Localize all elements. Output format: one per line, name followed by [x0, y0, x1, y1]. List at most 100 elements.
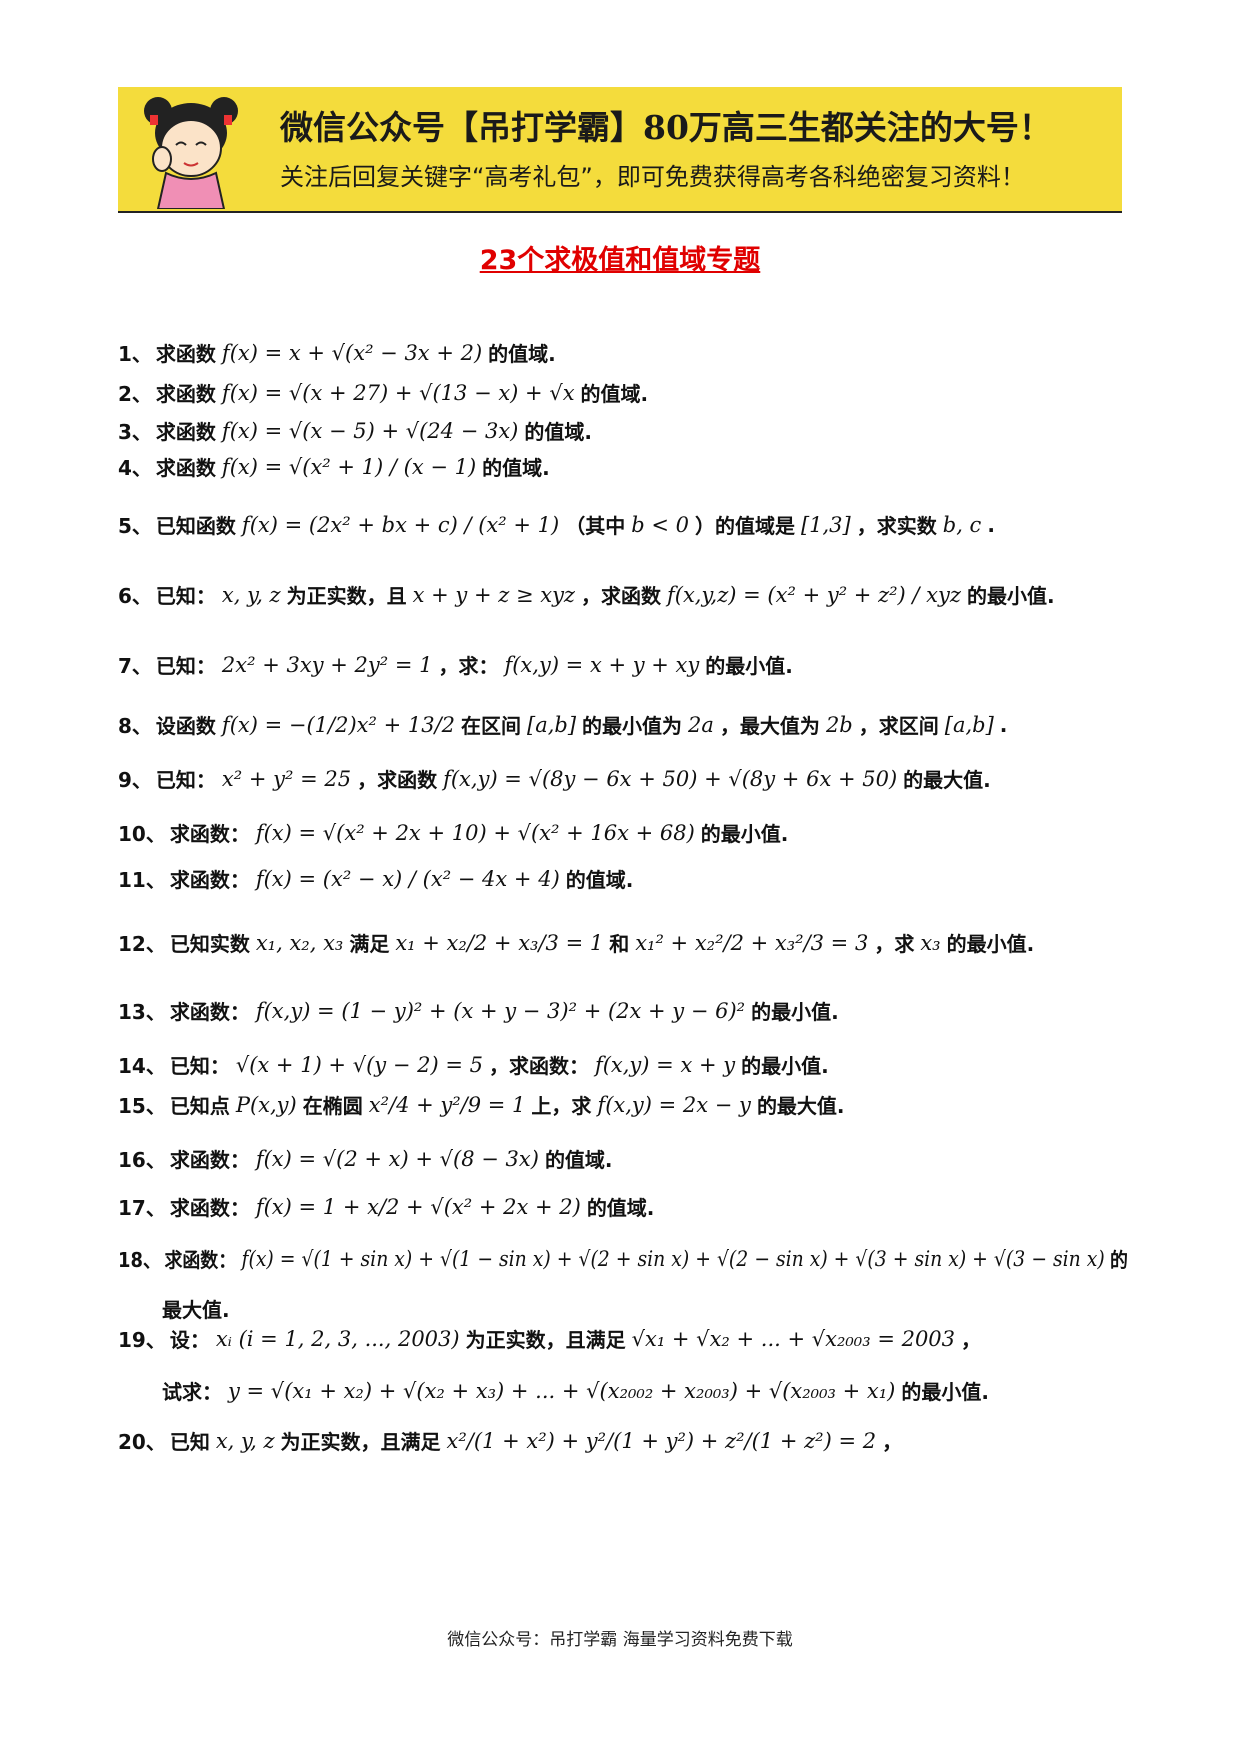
math-expression: f(x,y) = x + y — [594, 1052, 736, 1077]
math-expression: f(x) = √(x² + 1) / (x − 1) — [221, 454, 477, 479]
problem-number: 11、 — [118, 868, 166, 892]
problem-text: 求函数 — [155, 342, 216, 366]
math-expression: f(x,y) = (1 − y)² + (x + y − 3)² + (2x +… — [255, 998, 746, 1023]
problem-text: 的最小值. — [705, 654, 793, 678]
problem-text: 的值域. — [544, 1148, 613, 1172]
problem-text: 在区间 — [461, 714, 522, 738]
problem-number: 19、 — [118, 1328, 166, 1352]
problem-item: 13、求函数：f(x,y) = (1 − y)² + (x + y − 3)² … — [118, 996, 839, 1025]
problem-number: 7、 — [118, 654, 152, 678]
math-expression: f(x) = √(x² + 2x + 10) + √(x² + 16x + 68… — [255, 820, 695, 845]
math-expression: [1,3] — [800, 512, 851, 537]
problem-number: 2、 — [118, 382, 152, 406]
problem-text: 求函数： — [164, 1248, 237, 1272]
problem-text: 的最小值为 — [582, 714, 683, 738]
math-expression: xᵢ (i = 1, 2, 3, ..., 2003) — [215, 1326, 460, 1351]
problem-number: 5、 — [118, 514, 152, 538]
math-expression: x² + y² = 25 — [221, 766, 352, 791]
problem-text: 的最小值. — [946, 932, 1035, 956]
math-expression: 2a — [688, 712, 714, 737]
problem-text: 的 — [1110, 1248, 1128, 1272]
problem-text: . — [987, 512, 995, 537]
problem-number: 17、 — [118, 1196, 166, 1220]
problem-number: 12、 — [118, 932, 166, 956]
problem-item: 11、求函数：f(x) = (x² − x) / (x² − 4x + 4)的值… — [118, 864, 633, 893]
problem-text: 和 — [609, 932, 630, 956]
problem-text: 已知实数 — [169, 932, 250, 956]
math-expression: x₃ — [920, 930, 941, 955]
problem-text: ，最大值为 — [719, 714, 820, 738]
problem-text: 的值域. — [586, 1196, 655, 1220]
problem-text: 为正实数，且满足 — [280, 1430, 441, 1454]
cartoon-girl-icon — [144, 97, 238, 209]
banner-subline: 关注后回复关键字“高考礼包”，即可免费获得高考各科绝密复习资料！ — [280, 163, 1025, 191]
problem-text: ， — [882, 1430, 903, 1454]
problem-text: 求函数 — [155, 456, 216, 480]
math-expression: f(x,y) = 2x − y — [597, 1092, 751, 1117]
problem-number: 20、 — [118, 1430, 166, 1454]
problem-text: 已知点 — [169, 1094, 230, 1118]
problem-number: 16、 — [118, 1148, 166, 1172]
problem-number: 4、 — [118, 456, 152, 480]
problem-text: 在椭圆 — [302, 1094, 363, 1118]
problem-item: 试求：y = √(x₁ + x₂) + √(x₂ + x₃) + ... + √… — [118, 1376, 989, 1405]
math-expression: x₁² + x₂²/2 + x₃²/3 = 3 — [635, 930, 869, 955]
math-expression: b < 0 — [631, 512, 689, 537]
problem-item: 10、求函数：f(x) = √(x² + 2x + 10) + √(x² + 1… — [118, 818, 788, 847]
problem-text: ，求： — [438, 654, 499, 678]
problem-text: 的值域. — [482, 456, 550, 480]
math-expression: f(x,y,z) = (x² + y² + z²) / xyz — [667, 582, 961, 607]
math-expression: f(x) = √(x − 5) + √(24 − 3x) — [221, 418, 519, 443]
problem-text: 已知： — [169, 1054, 230, 1078]
math-expression: [a,b] — [527, 712, 577, 737]
problem-item: 17、求函数：f(x) = 1 + x/2 + √(x² + 2x + 2)的值… — [118, 1192, 654, 1221]
problem-text: 为正实数，且 — [286, 584, 407, 608]
problem-number: 18、 — [118, 1248, 161, 1272]
problem-number: 13、 — [118, 1000, 166, 1024]
problem-number: 3、 — [118, 420, 152, 444]
problem-item: 最大值. — [118, 1294, 230, 1323]
problem-text: 已知： — [155, 654, 216, 678]
math-expression: x²/4 + y²/9 = 1 — [368, 1092, 526, 1117]
math-expression: f(x) = (2x² + bx + c) / (x² + 1) — [241, 512, 560, 537]
problem-text: ，求函数 — [357, 768, 438, 792]
problem-text: 的值域. — [524, 420, 592, 444]
math-expression: b, c — [942, 512, 982, 537]
problem-text: （其中 — [565, 514, 626, 538]
problem-text: 的最小值. — [901, 1380, 989, 1404]
problem-text: 求函数： — [169, 1000, 250, 1024]
problem-text: ，求 — [874, 932, 915, 956]
problem-text: 的最大值. — [756, 1094, 845, 1118]
problem-text: ，求实数 — [856, 514, 937, 538]
problem-number: 15、 — [118, 1094, 166, 1118]
math-expression: f(x) = 1 + x/2 + √(x² + 2x + 2) — [255, 1194, 581, 1219]
problem-text: 求函数 — [155, 382, 216, 406]
math-expression: x, y, z — [221, 582, 281, 607]
problem-number: 10、 — [118, 822, 166, 846]
math-expression: [a,b] — [944, 712, 994, 737]
problem-text: 已知： — [155, 768, 216, 792]
math-expression: 2b — [825, 712, 853, 737]
problem-number: 14、 — [118, 1054, 166, 1078]
math-expression: x, y, z — [215, 1428, 275, 1453]
problem-text: 设函数 — [155, 714, 216, 738]
math-expression: √x₁ + √x₂ + ... + √x₂₀₀₃ = 2003 — [631, 1326, 956, 1351]
math-expression: f(x) = (x² − x) / (x² − 4x + 4) — [255, 866, 560, 891]
math-expression: x + y + z ≥ xyz — [412, 582, 575, 607]
problem-text: 的值域. — [580, 382, 649, 406]
problem-number: 6、 — [118, 584, 152, 608]
problem-text: 求函数： — [169, 868, 250, 892]
math-expression: P(x,y) — [235, 1092, 297, 1117]
page-title: 23个求极值和值域专题 — [479, 245, 761, 276]
math-expression: f(x) = x + √(x² − 3x + 2) — [221, 340, 483, 365]
problem-text: 为正实数，且满足 — [465, 1328, 626, 1352]
problem-item: 19、设：xᵢ (i = 1, 2, 3, ..., 2003)为正实数，且满足… — [118, 1324, 981, 1353]
problem-text: 已知 — [169, 1430, 210, 1454]
problem-item: 7、已知：2x² + 3xy + 2y² = 1，求：f(x,y) = x + … — [118, 650, 793, 679]
problem-text: . — [999, 712, 1008, 737]
math-expression: √(x + 1) + √(y − 2) = 5 — [235, 1052, 483, 1077]
